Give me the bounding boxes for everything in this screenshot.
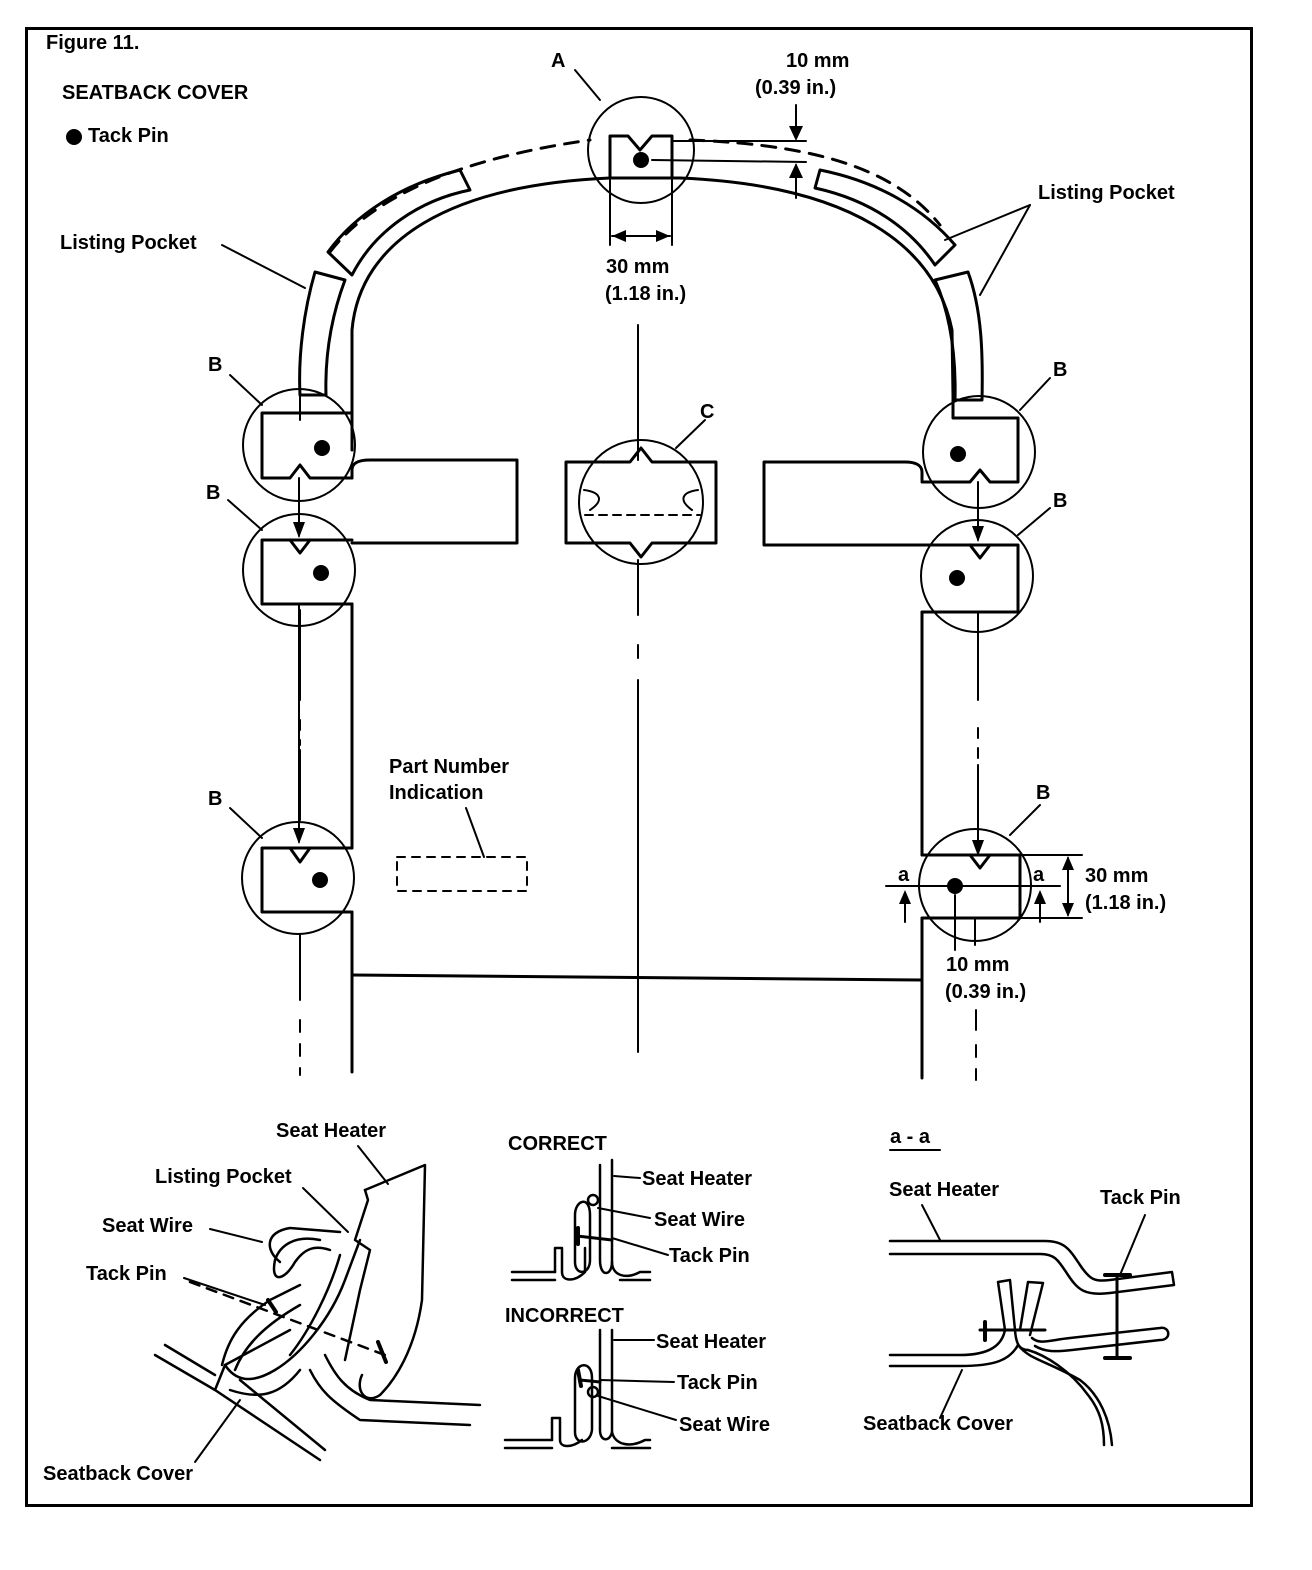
section-mark-a-right: a [1033, 864, 1045, 886]
section-seatback-cover: Seatback Cover [863, 1413, 1014, 1435]
callout-circle-c [578, 439, 704, 565]
correct-tack-pin: Tack Pin [669, 1245, 750, 1267]
part-number-box [396, 856, 528, 892]
arch-outer-dashed-left [328, 138, 592, 254]
callout-circle-a [587, 96, 695, 204]
dim-side-in: (1.18 in.) [1085, 892, 1167, 914]
left-tab-2 [260, 538, 354, 606]
section-heading: a - a [890, 1126, 931, 1148]
listing-pocket-segment-right-upper [813, 168, 957, 267]
figure-number: Figure 11. [46, 32, 140, 54]
part-number-label-line1: Part Number [389, 756, 510, 778]
tack-pin-legend-dot [66, 129, 82, 145]
callout-label-b: B [206, 482, 221, 504]
incorrect-seat-heater: Seat Heater [656, 1331, 767, 1353]
right-tab-2 [920, 543, 1020, 614]
incorrect-tack-pin: Tack Pin [677, 1372, 758, 1394]
right-tab-1 [920, 393, 1020, 484]
dim-top-mm: 10 mm [786, 50, 850, 72]
dim-bottom-in: (0.39 in.) [945, 981, 1027, 1003]
center-flap [564, 446, 718, 559]
top-notch [608, 134, 674, 180]
dim-top-in: (0.39 in.) [755, 77, 837, 99]
listing-pocket-label-left: Listing Pocket [60, 232, 197, 254]
listing-pocket-label-right: Listing Pocket [1038, 182, 1175, 204]
section-tack-pin: Tack Pin [1100, 1187, 1181, 1209]
arch-inner [350, 176, 955, 452]
detail-incorrect-drawing [503, 1328, 652, 1450]
top-tack-pin [633, 152, 649, 168]
detail-correct-drawing [510, 1158, 652, 1282]
callout-label-b: B [1053, 490, 1068, 512]
figure-frame [25, 27, 1253, 1507]
detail-left-listing-pocket: Listing Pocket [155, 1166, 292, 1188]
callout-label-b: B [1036, 782, 1051, 804]
part-number-label-line2: Indication [389, 782, 484, 804]
dim-bottom-mm: 10 mm [946, 954, 1010, 976]
section-seat-heater: Seat Heater [889, 1179, 1000, 1201]
detail-left-seat-wire: Seat Wire [102, 1215, 193, 1237]
correct-heading: CORRECT [508, 1133, 607, 1155]
right-flap [762, 460, 924, 547]
detail-left-seatback-cover: Seatback Cover [43, 1463, 194, 1485]
callout-label-b: B [1053, 359, 1068, 381]
incorrect-heading: INCORRECT [505, 1305, 624, 1327]
left-tab-1 [260, 411, 354, 480]
correct-seat-heater: Seat Heater [642, 1168, 753, 1190]
dim-width-in: (1.18 in.) [605, 283, 687, 305]
bottom-edge [350, 973, 924, 982]
detail-section-drawing [888, 1239, 1176, 1447]
dim-side-mm: 30 mm [1085, 865, 1149, 887]
listing-pocket-segment-left-lower [298, 270, 347, 397]
callout-label-a: A [551, 50, 566, 72]
detail-left-drawing [153, 1163, 482, 1462]
listing-pocket-segment-right-lower [933, 270, 984, 402]
arch-outer-dashed-right [688, 138, 942, 227]
left-flap [350, 458, 519, 545]
section-mark-a-left: a [898, 864, 910, 886]
figure-title: SEATBACK COVER [62, 82, 249, 104]
tack-pin-legend-label: Tack Pin [88, 125, 169, 147]
left-tab-3 [260, 846, 354, 914]
detail-left-seat-heater: Seat Heater [276, 1120, 387, 1142]
callout-leader-a [574, 69, 601, 101]
dim-width-mm: 30 mm [606, 256, 670, 278]
listing-pocket-segment-left-upper [326, 168, 472, 277]
correct-seat-wire: Seat Wire [654, 1209, 745, 1231]
callout-label-b: B [208, 788, 223, 810]
incorrect-seat-wire: Seat Wire [679, 1414, 770, 1436]
detail-left-tack-pin: Tack Pin [86, 1263, 167, 1285]
callout-label-c: C [700, 401, 715, 423]
callout-label-b: B [208, 354, 223, 376]
